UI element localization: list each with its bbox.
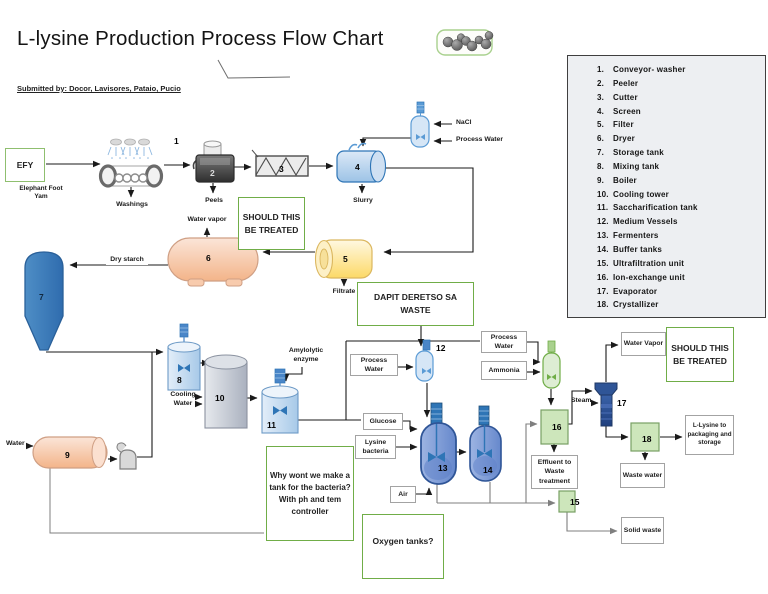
unit-number-17: 17 bbox=[617, 398, 627, 408]
filter-tank-shape bbox=[314, 239, 373, 279]
unit-number-10: 10 bbox=[215, 393, 225, 403]
mixing-tank-shape bbox=[167, 323, 201, 391]
unit-number-11: 11 bbox=[267, 420, 276, 430]
medium-vessel-shape bbox=[415, 339, 434, 382]
flow-connectors bbox=[25, 120, 683, 496]
ultrafiltration-shape bbox=[558, 490, 576, 513]
unit-number-18: 18 bbox=[642, 434, 652, 444]
crystallizer-shape bbox=[630, 422, 660, 452]
seed-vessel-shape bbox=[542, 340, 561, 389]
unit-number-1: 1 bbox=[174, 136, 179, 146]
unit-number-4: 4 bbox=[355, 162, 360, 172]
unit-number-14: 14 bbox=[483, 465, 493, 475]
peeler-shape bbox=[192, 140, 235, 183]
unit-number-16: 16 bbox=[552, 422, 562, 432]
pump-shape bbox=[116, 442, 137, 470]
cooling-tower-shape bbox=[204, 354, 248, 429]
screen-tank-shape bbox=[336, 142, 387, 183]
why-box-leader-line bbox=[49, 450, 264, 534]
unit-number-8: 8 bbox=[177, 375, 182, 385]
unit-number-9: 9 bbox=[65, 450, 70, 460]
fermenter-shape bbox=[420, 402, 457, 485]
storage-silo-shape bbox=[24, 251, 64, 351]
yam-photo bbox=[436, 29, 494, 56]
cutter-shape bbox=[251, 149, 309, 177]
boiler-shape bbox=[32, 436, 108, 469]
evaporator-shape bbox=[594, 382, 618, 427]
unit-number-6: 6 bbox=[206, 253, 211, 263]
unit-number-7: 7 bbox=[39, 292, 44, 302]
conveyor-washer-shape bbox=[98, 138, 164, 188]
buffer-tank-shape bbox=[469, 405, 502, 482]
spray-icon bbox=[107, 146, 153, 156]
title-callout-line bbox=[217, 59, 291, 79]
nacl-vessel-shape bbox=[410, 101, 430, 148]
unit-number-3: 3 bbox=[279, 164, 284, 174]
dryer-tank-shape bbox=[167, 237, 259, 287]
unit-number-12: 12 bbox=[436, 343, 446, 353]
saccharification-tank-shape bbox=[261, 368, 299, 434]
unit-number-5: 5 bbox=[343, 254, 348, 264]
flow-connectors-gray bbox=[436, 420, 618, 535]
ion-exchange-shape bbox=[540, 409, 569, 445]
unit-number-15: 15 bbox=[570, 497, 580, 507]
unit-number-2: 2 bbox=[210, 168, 215, 178]
unit-number-13: 13 bbox=[438, 463, 448, 473]
